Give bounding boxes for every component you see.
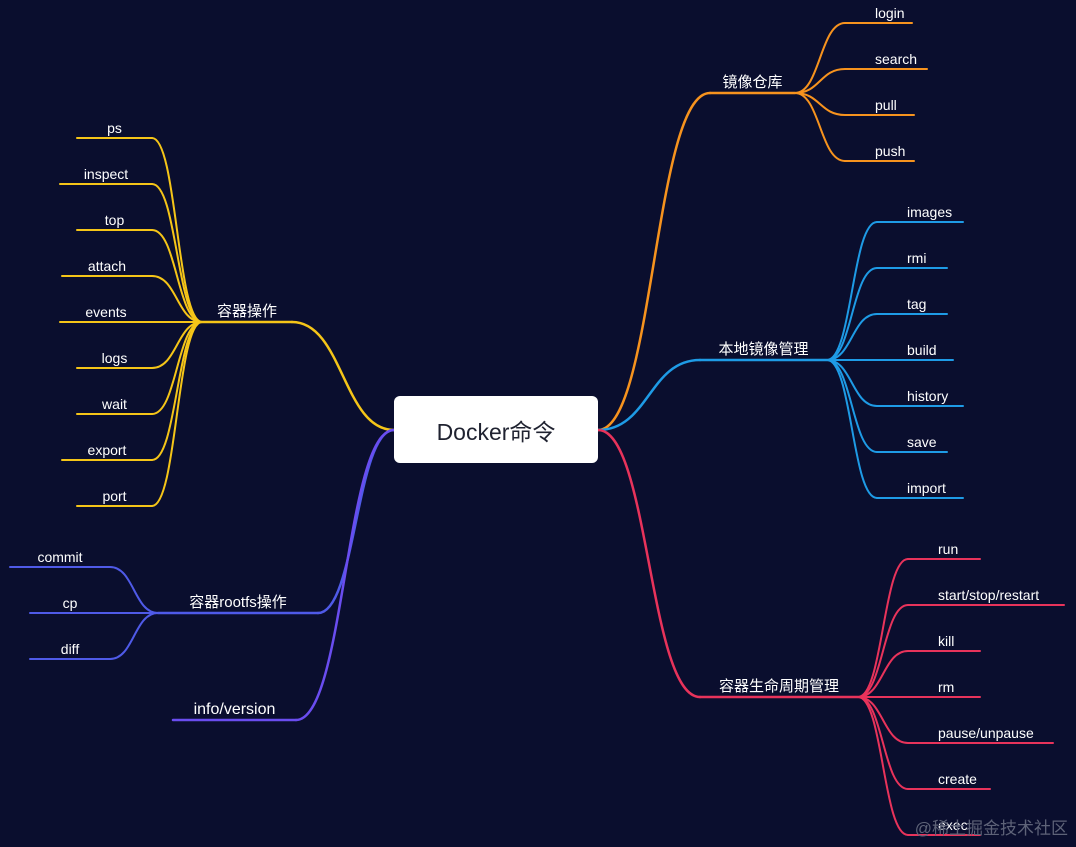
connector-lifecycle-0	[857, 558, 909, 698]
branch-rootfs	[9, 428, 396, 660]
leaf-lifecycle-create[interactable]: create	[938, 771, 977, 787]
leaf-local-image-tag[interactable]: tag	[907, 296, 927, 312]
connector-lifecycle-2	[857, 650, 909, 698]
leaf-container-ops-attach[interactable]: attach	[87, 258, 127, 274]
leaf-container-ops-export[interactable]: export	[87, 442, 127, 458]
connector-container-ops-6	[151, 321, 203, 415]
leaf-registry-pull[interactable]: pull	[875, 97, 897, 113]
root-node-label: Docker命令	[436, 418, 556, 445]
branch-info	[171, 428, 396, 722]
category-lifecycle[interactable]: 容器生命周期管理	[718, 678, 839, 695]
leaf-registry-search[interactable]: search	[875, 51, 918, 67]
leaf-rootfs-cp[interactable]: cp	[62, 595, 78, 611]
leaf-container-ops-top[interactable]: top	[104, 212, 125, 228]
leaf-lifecycle-exec[interactable]: exec	[938, 817, 968, 833]
connector-container-ops-2	[151, 229, 203, 323]
connector-local-image-1	[826, 267, 878, 361]
connector-registry-3	[794, 92, 846, 162]
connector-container-ops-7	[151, 321, 203, 461]
connector-rootfs-0	[109, 566, 159, 614]
connector-container-ops-1	[151, 183, 203, 323]
category-rootfs[interactable]: 容器rootfs操作	[189, 594, 287, 611]
category-info[interactable]: info/version	[193, 701, 276, 718]
connector-lifecycle-4	[857, 696, 909, 744]
leaf-local-image-history[interactable]: history	[907, 388, 949, 404]
category-container-ops[interactable]: 容器操作	[216, 303, 277, 320]
watermark: @稀土掘金技术社区	[914, 819, 1068, 838]
leaf-local-image-import[interactable]: import	[907, 480, 946, 496]
connector-lifecycle-6	[857, 696, 909, 836]
connector-root-local-image	[596, 358, 702, 432]
connector-registry-1	[794, 68, 846, 94]
connector-container-ops-8	[151, 321, 203, 507]
leaf-container-ops-wait[interactable]: wait	[102, 396, 127, 412]
connector-root-container-ops	[290, 320, 396, 432]
leaf-container-ops-logs[interactable]: logs	[101, 350, 128, 366]
connector-local-image-6	[826, 359, 878, 499]
connector-local-image-2	[826, 313, 878, 361]
connector-local-image-4	[826, 359, 878, 407]
connector-container-ops-3	[151, 275, 203, 323]
leaf-container-ops-inspect[interactable]: inspect	[83, 166, 129, 182]
root-node[interactable]: Docker命令	[394, 396, 598, 463]
leaf-registry-push[interactable]: push	[875, 143, 906, 159]
leaf-rootfs-commit[interactable]: commit	[37, 549, 83, 565]
leaf-local-image-images[interactable]: images	[907, 204, 953, 220]
connector-registry-0	[794, 22, 846, 94]
leaf-lifecycle-pause-unpause[interactable]: pause/unpause	[938, 725, 1034, 741]
leaf-local-image-save[interactable]: save	[907, 434, 937, 450]
connector-local-image-0	[826, 221, 878, 361]
leaf-local-image-rmi[interactable]: rmi	[907, 250, 927, 266]
branch-registry	[596, 22, 928, 432]
connector-root-info	[294, 428, 396, 722]
category-registry[interactable]: 镜像仓库	[722, 74, 783, 91]
connector-container-ops-0	[151, 137, 203, 323]
leaf-lifecycle-run[interactable]: run	[938, 541, 959, 557]
leaf-container-ops-port[interactable]: port	[102, 488, 127, 504]
connector-container-ops-5	[151, 321, 203, 369]
leaf-container-ops-ps[interactable]: ps	[107, 120, 122, 136]
connector-lifecycle-5	[857, 696, 909, 790]
leaf-lifecycle-start-stop-restart[interactable]: start/stop/restart	[938, 587, 1040, 603]
connector-root-lifecycle	[596, 428, 702, 699]
connector-rootfs-2	[109, 612, 159, 660]
category-local-image[interactable]: 本地镜像管理	[718, 341, 809, 358]
connector-lifecycle-1	[857, 604, 909, 698]
leaf-lifecycle-rm[interactable]: rm	[938, 679, 955, 695]
leaf-local-image-build[interactable]: build	[907, 342, 937, 358]
leaf-rootfs-diff[interactable]: diff	[60, 641, 80, 657]
leaf-container-ops-events[interactable]: events	[85, 304, 127, 320]
connector-root-rootfs	[316, 428, 396, 615]
branch-lifecycle	[596, 428, 1065, 836]
leaf-lifecycle-kill[interactable]: kill	[938, 633, 955, 649]
branch-local-image	[596, 221, 964, 499]
connector-local-image-5	[826, 359, 878, 453]
connector-root-registry	[596, 91, 712, 432]
leaf-registry-login[interactable]: login	[875, 5, 905, 21]
branch-container-ops	[59, 137, 396, 507]
